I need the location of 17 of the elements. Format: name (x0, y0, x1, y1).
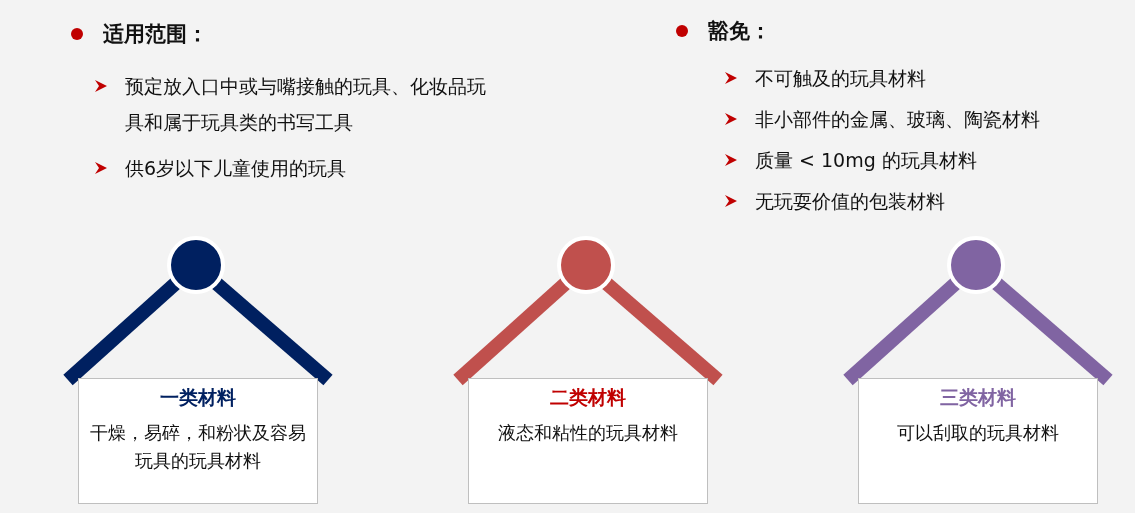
box-heading: 二类材料 (550, 385, 626, 410)
section-heading: 豁免： (708, 18, 771, 45)
list-item: 供6岁以下儿童使用的玩具 (125, 156, 348, 181)
category-box (468, 378, 708, 504)
list-item: 质量 < 10mg 的玩具材料 (755, 148, 978, 173)
section-heading: 适用范围： (103, 21, 208, 48)
box-description: 干燥，易碎，和粉状及容易玩具的玩具材料 (89, 421, 307, 473)
box-description: 可以刮取的玩具材料 (896, 421, 1060, 445)
box-heading: 一类材料 (160, 385, 236, 410)
box-description: 液态和粘性的玩具材料 (497, 421, 679, 445)
box-heading: 三类材料 (940, 385, 1016, 410)
list-item: 预定放入口中或与嘴接触的玩具、化妆品玩具和属于玩具类的书写工具 (125, 74, 487, 135)
list-item: 不可触及的玩具材料 (755, 66, 927, 91)
list-item: 无玩耍价值的包装材料 (755, 189, 946, 214)
category-box (858, 378, 1098, 504)
list-item: 非小部件的金属、玻璃、陶瓷材料 (755, 107, 1041, 132)
category-box (78, 378, 318, 504)
